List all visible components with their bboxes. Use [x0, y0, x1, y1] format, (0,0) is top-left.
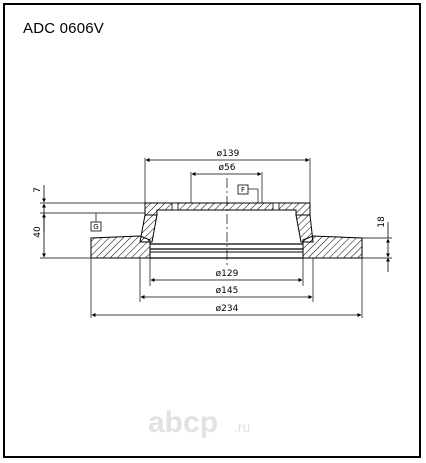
dim-diameter-234: ø234: [216, 304, 239, 314]
tolerance-tag-f-box: [237, 184, 249, 195]
tolerance-tag-g: G: [93, 223, 98, 231]
tolerance-tag-g-box: [90, 221, 102, 232]
dim-diameter-145: ø145: [216, 286, 239, 296]
dim-diameter-129: ø129: [216, 269, 239, 279]
part-number-title: ADC 0606V: [23, 20, 105, 37]
tolerance-leaders: [95, 188, 259, 222]
dim-height-7: 7: [33, 187, 43, 193]
tolerance-tag-f: F: [241, 186, 245, 194]
disc-section: [90, 202, 363, 259]
extension-lines: [40, 158, 392, 318]
watermark-suffix: .ru: [234, 419, 250, 435]
dimension-lines: [42, 158, 390, 317]
dim-diameter-139: ø139: [217, 149, 240, 159]
watermark: abcp .ru: [148, 406, 250, 439]
dim-height-40: 40: [33, 226, 43, 238]
watermark-brand: abcp: [148, 406, 218, 439]
dim-thickness-18: 18: [377, 216, 387, 228]
dim-diameter-56: ø56: [219, 163, 236, 173]
drawing-frame: [3, 3, 421, 458]
